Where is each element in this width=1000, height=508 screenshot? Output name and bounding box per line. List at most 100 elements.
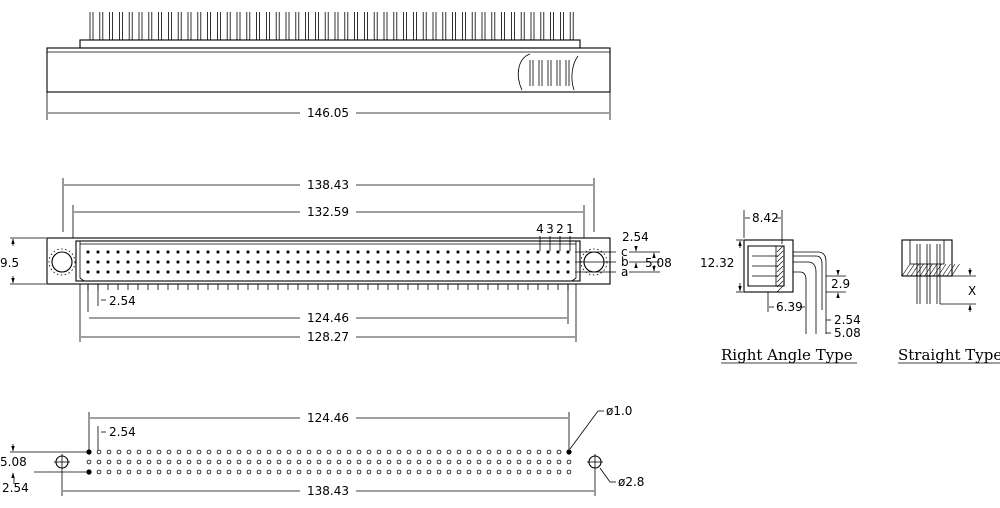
- pcb-hole: [446, 469, 452, 475]
- pcb-hole: [166, 469, 172, 475]
- pcb-hole: [216, 449, 222, 455]
- front-pin: [416, 250, 420, 254]
- pcb-hole: [366, 469, 372, 475]
- front-pin: [346, 270, 350, 274]
- dim-ra-tail: 2.9: [831, 277, 850, 291]
- front-pin: [196, 250, 200, 254]
- front-pin-grid: [86, 250, 570, 274]
- pcb-hole: [326, 459, 332, 465]
- dim-ra-pitch: 2.54: [834, 313, 861, 327]
- front-pin: [116, 250, 120, 254]
- front-body: [75, 240, 581, 282]
- pcb-hole: [266, 469, 272, 475]
- pcb-hole: [396, 459, 402, 465]
- front-pin: [496, 250, 500, 254]
- front-pin: [326, 260, 330, 264]
- front-pin: [176, 250, 180, 254]
- front-pin: [156, 250, 160, 254]
- front-pin: [86, 250, 90, 254]
- front-pin: [236, 270, 240, 274]
- pcb-hole: [176, 459, 182, 465]
- dim-ra-height: 12.32: [700, 256, 734, 270]
- front-pin: [456, 260, 460, 264]
- pcb-hole: [86, 459, 92, 465]
- pcb-hole: [566, 449, 572, 455]
- front-pin: [446, 270, 450, 274]
- pcb-hole-grid: [86, 449, 572, 475]
- caption-straight: Straight Type: [898, 346, 1000, 364]
- front-pin: [186, 250, 190, 254]
- pcb-hole: [306, 469, 312, 475]
- pcb-hole: [266, 459, 272, 465]
- front-pin: [196, 270, 200, 274]
- front-pin: [336, 250, 340, 254]
- front-pin: [406, 270, 410, 274]
- pcb-hole: [496, 459, 502, 465]
- pcb-hole: [316, 469, 322, 475]
- front-pin: [356, 250, 360, 254]
- pcb-hole: [386, 449, 392, 455]
- front-pin: [516, 260, 520, 264]
- dim-mid-row-pitch: 2.54: [622, 230, 649, 244]
- front-pin: [536, 260, 540, 264]
- front-pin: [526, 250, 530, 254]
- front-pin: [496, 260, 500, 264]
- pcb-hole: [496, 449, 502, 455]
- pcb-hole: [356, 459, 362, 465]
- pcb-hole: [466, 469, 472, 475]
- front-pin: [436, 250, 440, 254]
- front-pin: [466, 270, 470, 274]
- front-pin: [376, 270, 380, 274]
- pcb-hole: [276, 459, 282, 465]
- front-pin: [556, 250, 560, 254]
- front-pin: [526, 260, 530, 264]
- front-pin: [266, 270, 270, 274]
- pcb-hole: [556, 449, 562, 455]
- front-pin: [176, 260, 180, 264]
- front-pin: [276, 260, 280, 264]
- dim-bot-pin-span: 124.46: [307, 411, 349, 425]
- pcb-hole: [106, 459, 112, 465]
- front-pin: [546, 250, 550, 254]
- front-pin: [136, 270, 140, 274]
- front-pin: [206, 270, 210, 274]
- st-hatch-line: [924, 263, 933, 277]
- front-pin: [236, 250, 240, 254]
- front-pin: [506, 250, 510, 254]
- pcb-hole: [436, 449, 442, 455]
- pcb-hole: [516, 459, 522, 465]
- pcb-hole: [376, 469, 382, 475]
- pcb-hole: [106, 449, 112, 455]
- front-pin: [326, 270, 330, 274]
- front-pin: [556, 260, 560, 264]
- front-pin: [376, 250, 380, 254]
- front-pin: [216, 260, 220, 264]
- front-pin: [156, 270, 160, 274]
- front-pin: [186, 260, 190, 264]
- pcb-hole: [186, 469, 192, 475]
- pcb-hole: [206, 449, 212, 455]
- dim-mid-height: 9.5: [0, 256, 19, 270]
- front-pin: [286, 250, 290, 254]
- front-pin: [166, 270, 170, 274]
- ra-hatch-line: [776, 245, 784, 253]
- pcb-hole: [536, 459, 542, 465]
- pcb-hole: [206, 459, 212, 465]
- front-pin: [396, 250, 400, 254]
- front-pin: [96, 270, 100, 274]
- front-pin: [396, 270, 400, 274]
- pcb-hole: [486, 469, 492, 475]
- pcb-hole: [526, 469, 532, 475]
- st-hatch-line: [901, 263, 911, 277]
- st-hatch-line: [910, 263, 920, 277]
- pcb-hole: [546, 449, 552, 455]
- dim-mid-inner: 132.59: [307, 205, 349, 219]
- dim-bot-edge: 2.54: [2, 481, 29, 495]
- row-letter-c: c: [621, 245, 628, 259]
- front-pin: [256, 260, 260, 264]
- pcb-hole: [236, 469, 242, 475]
- pcb-hole: [246, 459, 252, 465]
- front-pin: [366, 260, 370, 264]
- front-pin: [96, 250, 100, 254]
- front-flange: [46, 237, 611, 285]
